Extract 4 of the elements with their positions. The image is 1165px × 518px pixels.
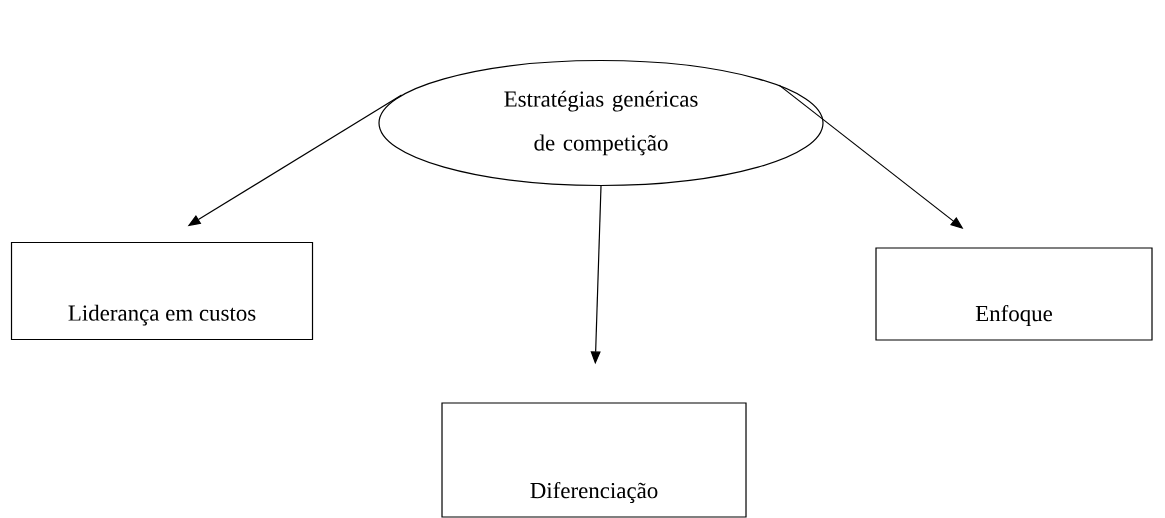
- strategy-box: Liderança em custos: [10, 241, 314, 341]
- ellipse-node: Estratégias genéricas de competição: [378, 59, 824, 187]
- strategy-box: Diferenciação: [441, 402, 747, 518]
- strategy-box: Enfoque: [875, 247, 1153, 341]
